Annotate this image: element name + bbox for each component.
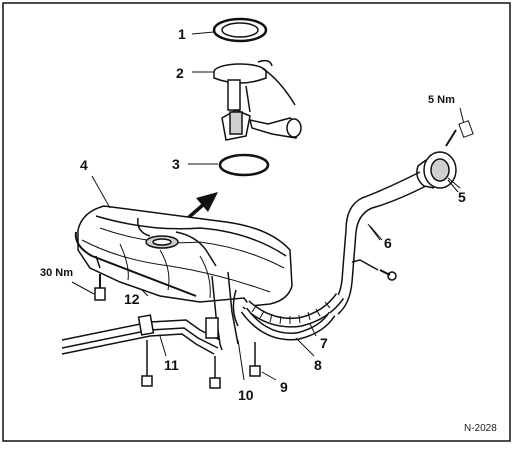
corrugated-hoses xyxy=(240,292,345,341)
cap-bolt xyxy=(445,107,474,147)
callout-6: 6 xyxy=(384,235,392,251)
border xyxy=(2,2,511,442)
callout-8: 8 xyxy=(314,357,322,373)
callout-9: 9 xyxy=(280,379,288,395)
callout-7: 7 xyxy=(320,335,328,351)
callout-10: 10 xyxy=(238,387,254,403)
filler-neck xyxy=(329,171,427,315)
callout-3: 3 xyxy=(172,156,180,172)
torque-label-tank-bolt: 30 Nm xyxy=(40,267,74,279)
callout-1: 1 xyxy=(178,26,186,42)
fuel-tank xyxy=(74,175,293,307)
locking-ring xyxy=(191,17,268,43)
callout-11: 11 xyxy=(164,357,179,373)
mounting-bolts xyxy=(71,274,277,389)
leader-lines xyxy=(141,179,459,357)
fuel-pump-unit xyxy=(192,59,302,141)
filler-cap xyxy=(416,151,461,189)
callout-4: 4 xyxy=(80,157,88,173)
seal-ring xyxy=(188,153,270,177)
callout-12: 12 xyxy=(124,291,140,307)
torque-label-cap-bolt: 5 Nm xyxy=(428,94,455,106)
fuel-lines xyxy=(61,271,239,355)
callout-2: 2 xyxy=(176,65,184,81)
callout-5: 5 xyxy=(458,189,466,205)
figure-id: N-2028 xyxy=(464,423,497,434)
neck-bracket-bolt xyxy=(351,259,397,281)
